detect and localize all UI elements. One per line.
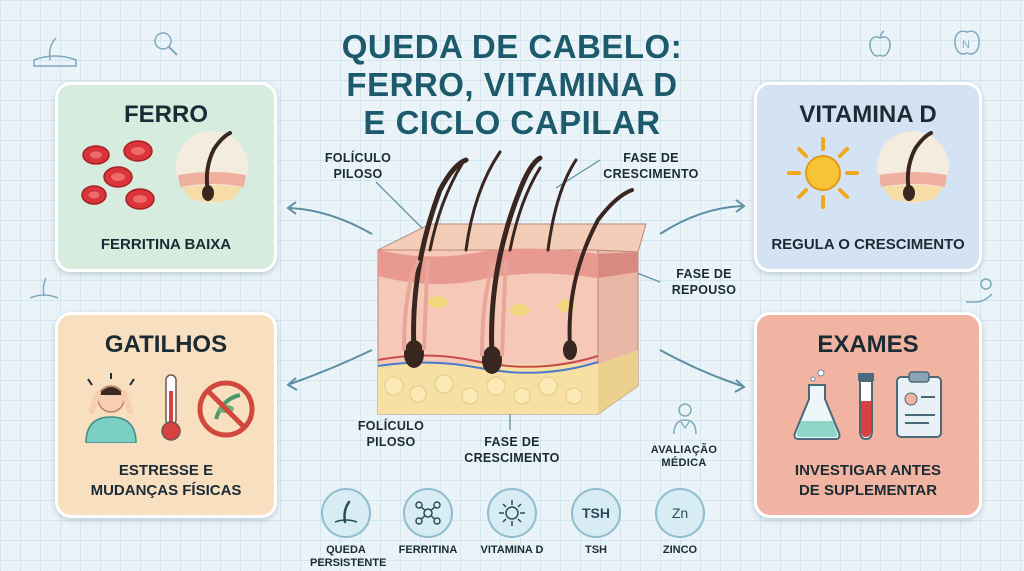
bottom-item-vitamina-d: VITAMINA D	[476, 488, 548, 557]
bottom-label-queda-line1: QUEDA	[326, 544, 366, 556]
label-fase-repouso-line1: FASE DE	[676, 267, 732, 281]
molecule-icon	[403, 488, 453, 538]
bottom-item-ferritina: FERRITINA	[392, 488, 464, 557]
sun-icon	[787, 137, 859, 209]
label-avaliacao-line2: MÉDICA	[661, 457, 707, 469]
thermometer-icon	[161, 374, 181, 441]
card-exames-caption-line1: INVESTIGAR ANTES	[794, 462, 942, 479]
flask-icon	[793, 369, 841, 440]
bottom-label-vitamina-d: VITAMINA D	[480, 544, 544, 556]
tsh-icon: TSH	[571, 488, 621, 538]
label-avaliacao-medica: AVALIAÇÃO MÉDICA	[644, 444, 724, 470]
card-ferro-heading: FERRO	[124, 101, 208, 128]
magnifier-doodle-icon	[154, 32, 178, 56]
card-ferro-caption: FERRITINA BAIXA	[100, 236, 232, 253]
label-foliculo-bottom-line2: PILOSO	[366, 435, 416, 449]
skin-cross-section	[377, 150, 647, 415]
bottom-label-ferritina: FERRITINA	[398, 544, 458, 556]
label-foliculo-top-line1: FOLÍCULO	[324, 151, 392, 165]
bottom-label-tsh: TSH	[585, 544, 607, 556]
label-fase-cresc-top-line2: CRESCIMENTO	[603, 167, 699, 181]
doctor-icon	[673, 403, 697, 435]
label-fase-cresc-top-line1: FASE DE	[623, 151, 679, 165]
hand-care-doodle-icon	[966, 278, 993, 303]
card-exames: EXAMES INVESTIGAR ANTES DE SUPLEMENTAR	[754, 312, 982, 518]
label-foliculo-top: FOLÍCULO PILOSO	[318, 150, 398, 182]
bottom-label-queda: QUEDA PERSISTENTE	[310, 544, 387, 570]
label-foliculo-bottom-line1: FOLÍCULO	[357, 419, 425, 433]
scalp-doodle-icon	[33, 37, 77, 67]
test-tube-icon	[858, 373, 874, 441]
card-vitamina-caption: REGULA O CRESCIMENTO	[771, 236, 965, 253]
card-gatilhos-caption-line1: ESTRESSE E	[118, 462, 214, 479]
card-exames-caption-line2: DE SUPLEMENTAR	[798, 482, 938, 499]
sun-icon	[487, 488, 537, 538]
card-gatilhos-heading: GATILHOS	[104, 331, 228, 358]
label-fase-cresc-bottom-line1: FASE DE	[484, 435, 540, 449]
label-fase-cresc-bottom-line2: CRESCIMENTO	[464, 451, 560, 465]
hair-icon	[321, 488, 371, 538]
svg-text:N: N	[962, 39, 970, 51]
stressed-person-icon	[85, 373, 137, 443]
label-avaliacao-line1: AVALIAÇÃO	[650, 444, 718, 456]
card-gatilhos: GATILHOS ESTRESSE E MUDANÇAS FÍSICAS	[55, 312, 277, 518]
title-line-2: FERRO, VITAMINA D	[346, 66, 678, 103]
page-title: QUEDA DE CABELO: FERRO, VITAMINA D E CIC…	[300, 28, 724, 142]
hair-follicle-icon	[877, 131, 949, 203]
bottom-label-queda-line2: PERSISTENTE	[310, 557, 387, 569]
clipboard-icon	[896, 371, 942, 438]
label-foliculo-bottom: FOLÍCULO PILOSO	[346, 418, 436, 450]
label-fase-crescimento-top: FASE DE CRESCIMENTO	[596, 150, 706, 182]
hair-follicle-icon	[176, 131, 248, 203]
red-blood-cells-icon	[81, 140, 155, 210]
card-exames-caption: INVESTIGAR ANTES DE SUPLEMENTAR	[757, 461, 979, 501]
card-gatilhos-caption-line2: MUDANÇAS FÍSICAS	[90, 482, 242, 499]
title-line-1: QUEDA DE CABELO:	[341, 28, 683, 65]
bottom-label-zinco: ZINCO	[662, 544, 698, 556]
title-line-3: E CICLO CAPILAR	[363, 104, 661, 141]
label-foliculo-top-line2: PILOSO	[333, 167, 383, 181]
no-food-icon	[197, 380, 255, 438]
card-gatilhos-caption: ESTRESSE E MUDANÇAS FÍSICAS	[58, 461, 274, 501]
bottom-item-zinco: Zn ZINCO	[644, 488, 716, 557]
bottom-item-queda: QUEDA PERSISTENTE	[310, 488, 387, 570]
label-fase-repouso-line2: REPOUSO	[671, 283, 737, 297]
bottom-item-tsh: TSH TSH	[560, 488, 632, 557]
nutrient-doodle-icon: N	[954, 30, 980, 55]
label-fase-repouso: FASE DE REPOUSO	[664, 266, 744, 298]
follicle-doodle-icon	[29, 277, 59, 299]
apple-doodle-icon	[869, 30, 891, 57]
card-ferro: FERRO FERRITINA BAIXA	[55, 82, 277, 272]
label-fase-crescimento-bottom: FASE DE CRESCIMENTO	[456, 434, 568, 466]
card-vitamina-d: VITAMINA D REGULA O CRESCIMENTO	[754, 82, 982, 272]
card-exames-heading: EXAMES	[817, 331, 919, 358]
card-vitamina-heading: VITAMINA D	[799, 101, 937, 128]
zinc-icon: Zn	[655, 488, 705, 538]
